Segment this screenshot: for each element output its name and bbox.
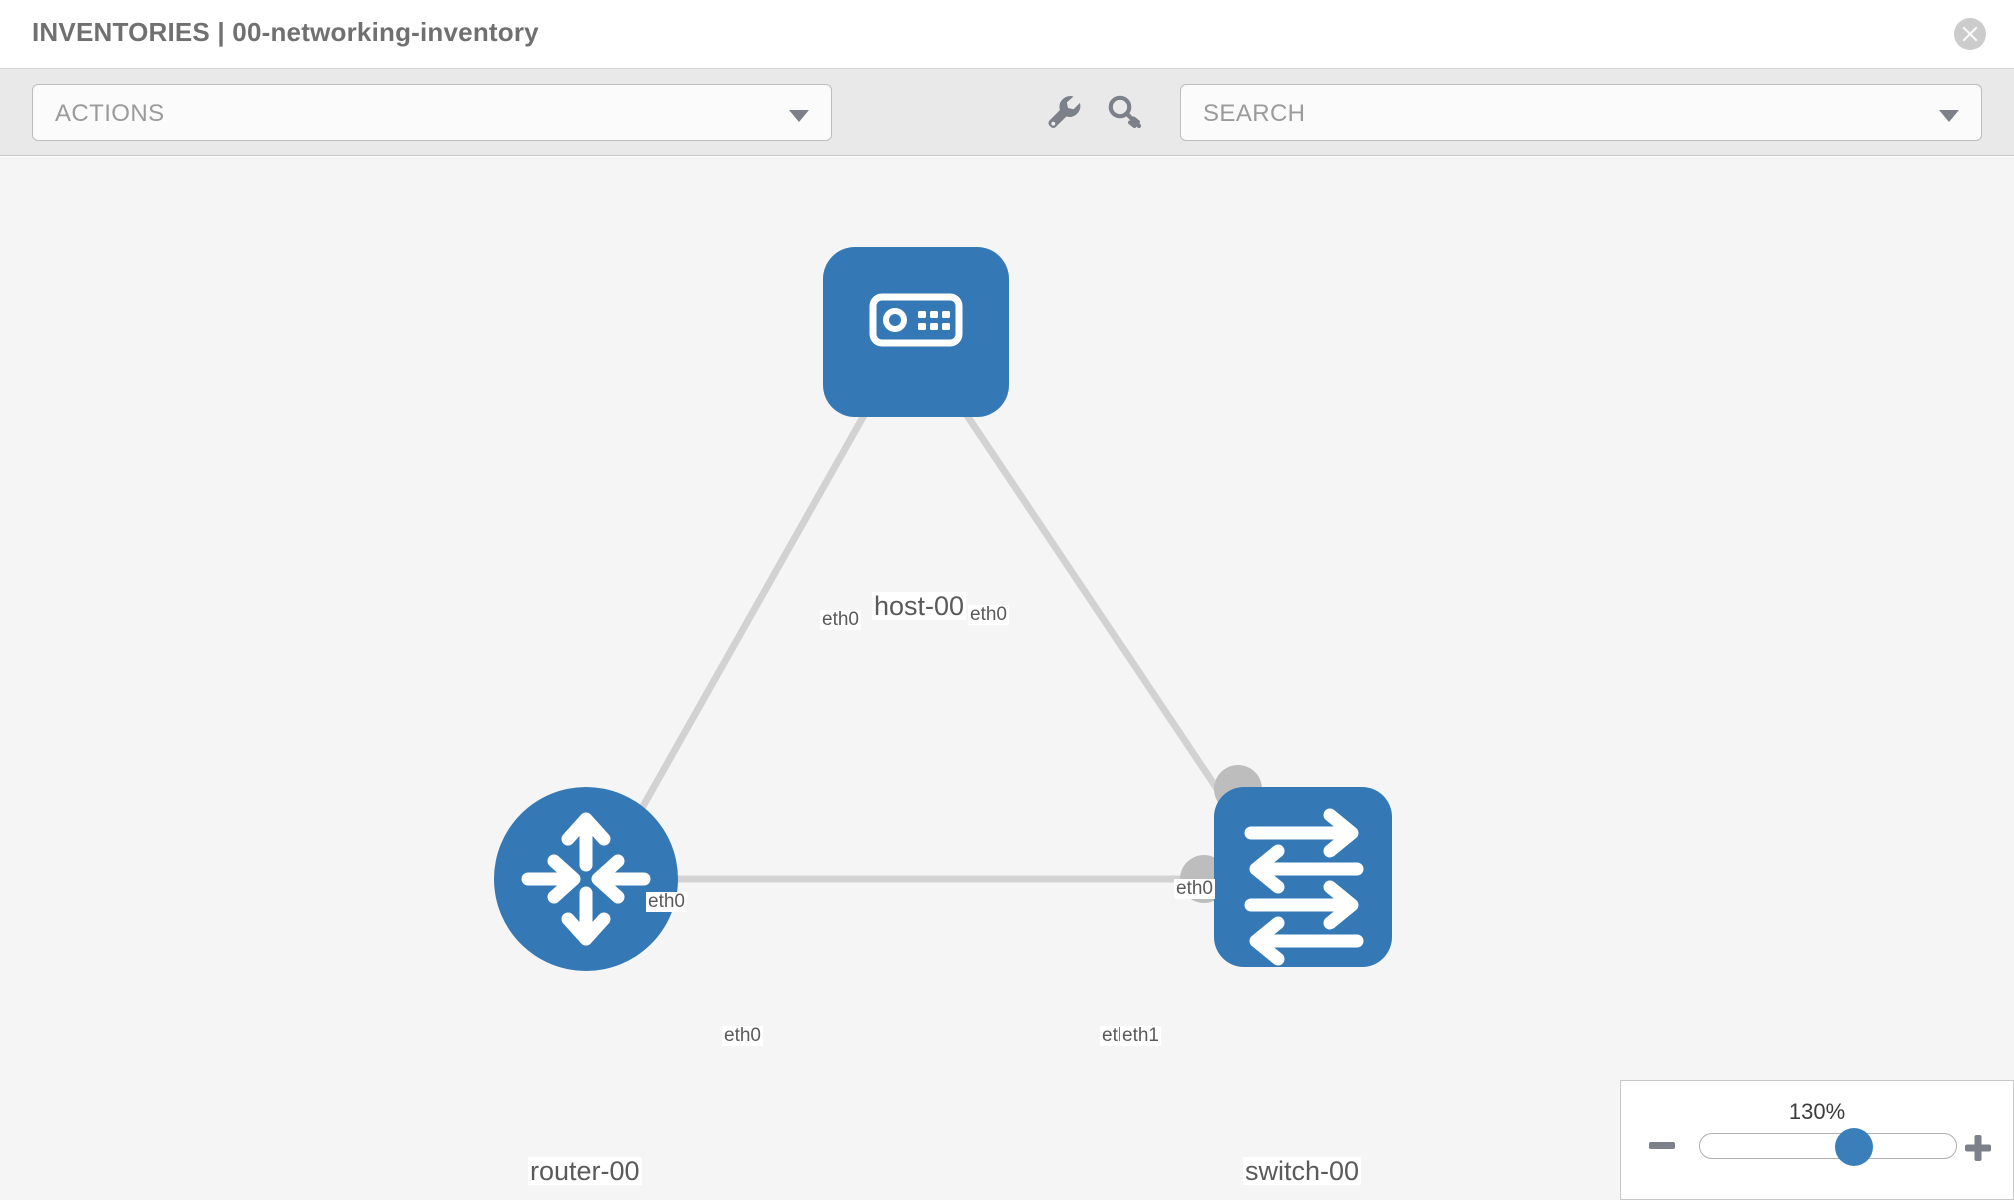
minus-icon[interactable] (1647, 1133, 1677, 1164)
wrench-icon[interactable] (1040, 89, 1086, 135)
chevron-down-icon (1939, 110, 1959, 122)
iface-label: eth0 (722, 1025, 763, 1046)
search-input[interactable]: SEARCH (1180, 84, 1982, 141)
chevron-down-icon (789, 110, 809, 122)
key-icon[interactable] (1102, 89, 1148, 135)
link-host00-switch00 (944, 383, 1260, 851)
topology-canvas[interactable]: host-00 router-00 switch-00 eth0 eth0 et… (0, 157, 2014, 1200)
page-title: INVENTORIES | 00-networking-inventory (32, 17, 539, 47)
node-host-00[interactable] (823, 247, 1009, 417)
iface-label: eth0 (820, 609, 861, 630)
node-label-router-00: router-00 (528, 1156, 642, 1186)
router-arrows-icon (521, 812, 651, 946)
search-placeholder: SEARCH (1203, 100, 1306, 127)
actions-dropdown-label: ACTIONS (55, 100, 165, 127)
iface-label: eth0 (646, 891, 687, 912)
title-bar: INVENTORIES | 00-networking-inventory (0, 0, 2014, 68)
iface-label: eth1 (1120, 1025, 1161, 1046)
actions-dropdown[interactable]: ACTIONS (32, 84, 832, 141)
link-host00-router00 (616, 383, 884, 851)
switch-arrows-icon (1244, 808, 1364, 966)
close-icon[interactable] (1954, 18, 1986, 50)
server-icon (869, 293, 963, 347)
node-router-00[interactable] (494, 787, 678, 971)
zoom-level-label: 130% (1788, 1099, 1846, 1124)
node-switch-00[interactable] (1214, 787, 1392, 967)
node-label-host-00: host-00 (872, 591, 967, 621)
zoom-slider[interactable] (1699, 1128, 1957, 1166)
node-label-switch-00: switch-00 (1243, 1156, 1362, 1186)
zoom-slider-thumb[interactable] (1834, 1128, 1873, 1166)
iface-label: eth0 (968, 604, 1009, 625)
topology-graph (494, 247, 1392, 971)
zoom-panel: 130% (1620, 1080, 2014, 1200)
iface-label: eth0 (1174, 878, 1215, 899)
toolbar: ACTIONS SEARCH (0, 68, 2014, 156)
plus-icon[interactable] (1963, 1133, 1993, 1168)
